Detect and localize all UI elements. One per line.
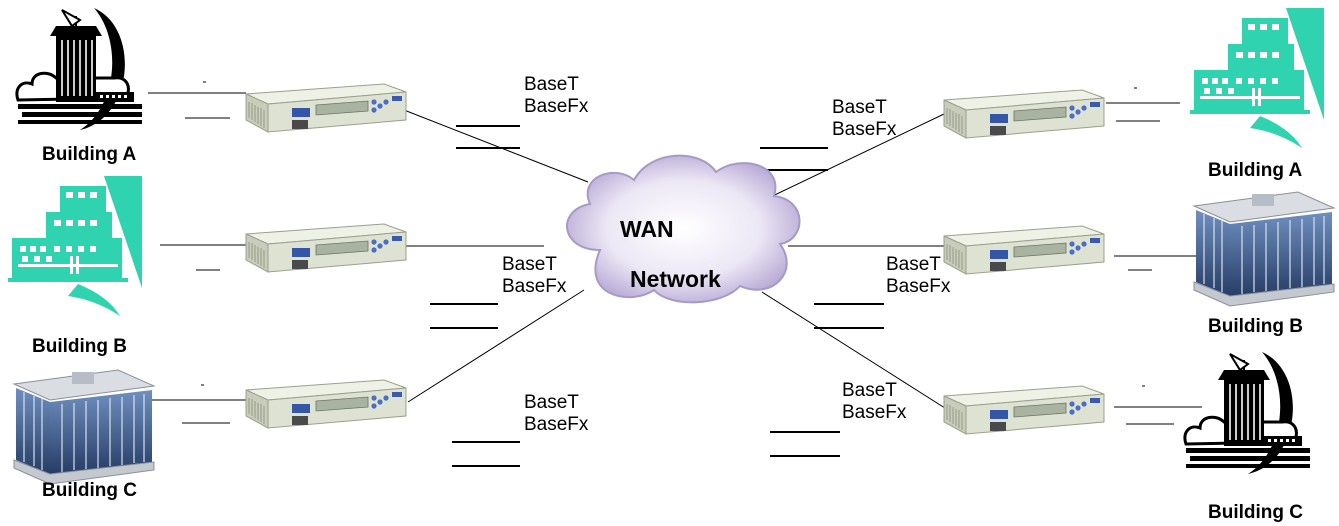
link-label-basetfx: BaseT BaseFx [832,97,896,141]
building-label: Building B [1208,316,1303,337]
teal-office-building-icon [1190,8,1324,148]
baset-label: BaseT [886,254,941,275]
link-label-basetfx: BaseT BaseFx [524,74,588,118]
teal-office-building-icon [8,176,142,316]
media-converter-device-icon [943,225,1105,275]
building-label: Building A [1208,160,1303,181]
basefx-label: BaseFx [842,402,907,423]
building-label: Building B [32,336,127,357]
basefx-label: BaseFx [524,414,589,435]
link-dashes [430,125,884,467]
baset-label: BaseT [832,97,887,118]
wan-links [403,109,949,411]
building-label: Building C [42,480,137,501]
link-label-basetfx: BaseT BaseFx [886,254,950,298]
baset-label: BaseT [524,392,579,413]
media-converter-device-icon [245,223,407,273]
wan-label: WAN [620,216,674,242]
satellite-tower-building-icon [1183,350,1312,476]
baset-label: BaseT [842,380,897,401]
satellite-tower-building-icon [15,6,144,132]
baset-label: BaseT [524,74,579,95]
glass-office-building-icon [1193,191,1335,307]
link-label-basetfx: BaseT BaseFx [842,380,906,424]
media-converter-device-icon [943,89,1105,139]
media-converter-device-icon [245,379,407,429]
building-label: Building A [42,144,137,165]
basefx-label: BaseFx [832,119,897,140]
basefx-label: BaseFx [502,276,567,297]
media-converter-device-icon [943,385,1105,435]
building-label: Building C [1208,502,1303,523]
link-ticks [182,81,1174,425]
link-label-basetfx: BaseT BaseFx [524,392,588,436]
basefx-label: BaseFx [524,96,589,117]
baset-label: BaseT [502,254,557,275]
wan-cloud [566,154,801,304]
media-converter-device-icon [245,83,407,133]
network-label: Network [630,266,721,292]
link-label-basetfx: BaseT BaseFx [502,254,566,298]
basefx-label: BaseFx [886,276,951,297]
glass-office-building-icon [13,369,155,485]
building-links [148,92,1202,408]
